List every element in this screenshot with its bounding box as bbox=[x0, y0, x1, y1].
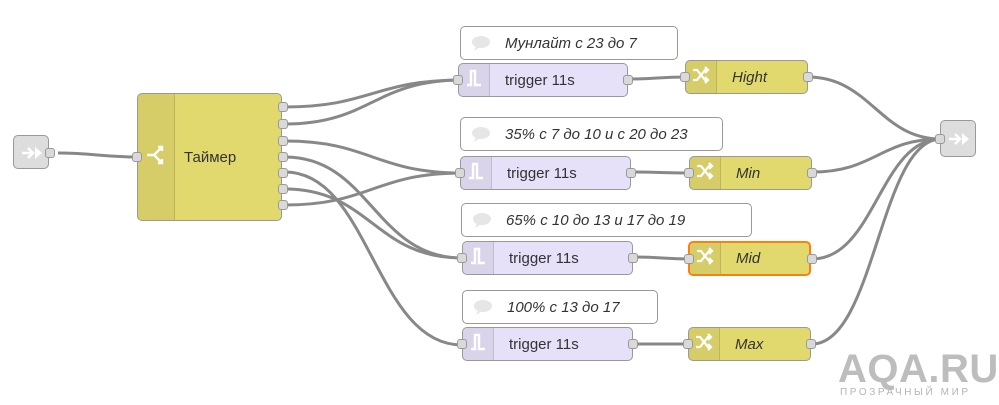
comment-node[interactable]: 100% с 13 до 17 bbox=[462, 290, 658, 324]
trigger-node[interactable]: trigger 11s bbox=[455, 156, 636, 190]
change-input-port[interactable] bbox=[684, 168, 694, 178]
watermark-logo: AQA.RU ПРОЗРАЧНЫЙ МИР bbox=[838, 347, 998, 399]
trigger-input-port[interactable] bbox=[453, 75, 463, 85]
switch-output-port-1[interactable] bbox=[278, 102, 288, 112]
change-icon-area bbox=[689, 328, 720, 360]
trigger-node[interactable]: trigger 11s bbox=[453, 63, 633, 97]
watermark-main-text: AQA.RU bbox=[838, 347, 999, 391]
switch-output-port-4[interactable] bbox=[278, 152, 288, 162]
wire-trigger2-min bbox=[630, 170, 691, 175]
comment-label: Мунлайт с 23 до 7 bbox=[505, 34, 637, 52]
comment-label: 100% с 13 до 17 bbox=[507, 298, 620, 316]
trigger-input-port[interactable] bbox=[457, 339, 467, 349]
trigger-label: trigger 11s bbox=[505, 71, 575, 89]
trigger-icon-area bbox=[461, 157, 492, 189]
switch-output-port-7[interactable] bbox=[278, 200, 288, 210]
switch-input-port[interactable] bbox=[132, 152, 142, 162]
change-node-max[interactable]: Max bbox=[683, 327, 816, 361]
change-node-min[interactable]: Min bbox=[684, 156, 817, 190]
change-node-hight[interactable]: Hight bbox=[680, 60, 813, 94]
wire-switch-trigger2b bbox=[284, 171, 463, 207]
wire-linkin-switch bbox=[57, 151, 139, 159]
comment-node[interactable]: Мунлайт с 23 до 7 bbox=[460, 26, 678, 60]
switch-output-port-6[interactable] bbox=[278, 184, 288, 194]
trigger-output-port[interactable] bbox=[628, 339, 638, 349]
trigger-node[interactable]: trigger 11s bbox=[457, 241, 638, 275]
watermark-sub-text: ПРОЗРАЧНЫЙ МИР bbox=[840, 387, 971, 398]
change-icon-area bbox=[690, 157, 721, 189]
change-label: Mid bbox=[736, 250, 761, 267]
trigger-label: trigger 11s bbox=[509, 335, 579, 353]
change-input-port[interactable] bbox=[680, 72, 690, 82]
link-out-node[interactable] bbox=[935, 120, 976, 157]
wire-switch-trigger2 bbox=[284, 139, 463, 175]
link-in-node[interactable] bbox=[13, 135, 55, 169]
shuffle-icon bbox=[691, 65, 711, 90]
trigger-icon bbox=[465, 68, 483, 93]
change-output-port[interactable] bbox=[806, 339, 816, 349]
change-input-port[interactable] bbox=[684, 254, 694, 264]
switch-output-port-2[interactable] bbox=[278, 119, 288, 129]
switch-output-port-3[interactable] bbox=[278, 136, 288, 146]
change-icon-area bbox=[690, 243, 721, 274]
comment-icon bbox=[470, 211, 494, 229]
change-input-port[interactable] bbox=[683, 339, 693, 349]
trigger-input-port[interactable] bbox=[455, 168, 465, 178]
trigger-label: trigger 11s bbox=[509, 249, 579, 267]
comment-icon bbox=[471, 298, 495, 316]
trigger-output-port[interactable] bbox=[626, 168, 636, 178]
change-icon-area bbox=[686, 61, 717, 93]
change-node-mid[interactable]: Mid bbox=[684, 241, 817, 276]
comment-icon bbox=[469, 125, 493, 143]
link-in-icon bbox=[20, 144, 44, 162]
wire-switch-trigger4 bbox=[284, 170, 463, 347]
shuffle-icon bbox=[695, 246, 715, 271]
change-output-port[interactable] bbox=[807, 168, 817, 178]
switch-node[interactable]: Таймер bbox=[132, 93, 288, 221]
wire-max-linkout bbox=[811, 137, 942, 346]
change-label: Min bbox=[736, 164, 761, 182]
change-output-port[interactable] bbox=[807, 254, 817, 264]
trigger-output-port[interactable] bbox=[623, 75, 633, 85]
comment-label: 65% с 10 до 13 и 17 до 19 bbox=[506, 211, 686, 229]
link-out-icon bbox=[947, 130, 971, 148]
wire-switch-trigger1b bbox=[284, 78, 463, 126]
link-out-input-port[interactable] bbox=[935, 134, 945, 144]
switch-node-icon-area bbox=[138, 94, 175, 220]
comment-icon bbox=[469, 34, 493, 52]
comment-node[interactable]: 35% с 7 до 10 и с 20 до 23 bbox=[460, 117, 723, 151]
switch-output-port-5[interactable] bbox=[278, 168, 288, 178]
trigger-output-port[interactable] bbox=[628, 253, 638, 263]
trigger-input-port[interactable] bbox=[457, 253, 467, 263]
trigger-icon-area bbox=[459, 64, 490, 96]
wire-trigger1-hight bbox=[627, 75, 688, 81]
wire-hight-linkout bbox=[807, 75, 942, 141]
comment-node[interactable]: 65% с 10 до 13 и 17 до 19 bbox=[461, 203, 752, 237]
link-in-output-port[interactable] bbox=[45, 148, 55, 158]
shuffle-icon bbox=[695, 161, 715, 186]
trigger-icon bbox=[467, 161, 485, 186]
shuffle-icon bbox=[694, 332, 714, 357]
change-label: Max bbox=[735, 335, 764, 353]
trigger-icon-area bbox=[463, 328, 494, 360]
switch-icon bbox=[145, 142, 167, 173]
change-label: Hight bbox=[732, 68, 768, 86]
wire-min-linkout bbox=[811, 137, 942, 174]
switch-node-label: Таймер bbox=[184, 148, 237, 166]
trigger-label: trigger 11s bbox=[507, 164, 577, 182]
trigger-icon-area bbox=[463, 242, 494, 274]
wire-mid-linkout bbox=[811, 137, 942, 261]
trigger-icon bbox=[469, 332, 487, 357]
comment-label: 35% с 7 до 10 и с 20 до 23 bbox=[505, 125, 688, 143]
change-output-port[interactable] bbox=[803, 72, 813, 82]
trigger-icon bbox=[469, 246, 487, 271]
wire-switch-trigger3b bbox=[284, 187, 463, 260]
trigger-node[interactable]: trigger 11s bbox=[457, 327, 638, 361]
